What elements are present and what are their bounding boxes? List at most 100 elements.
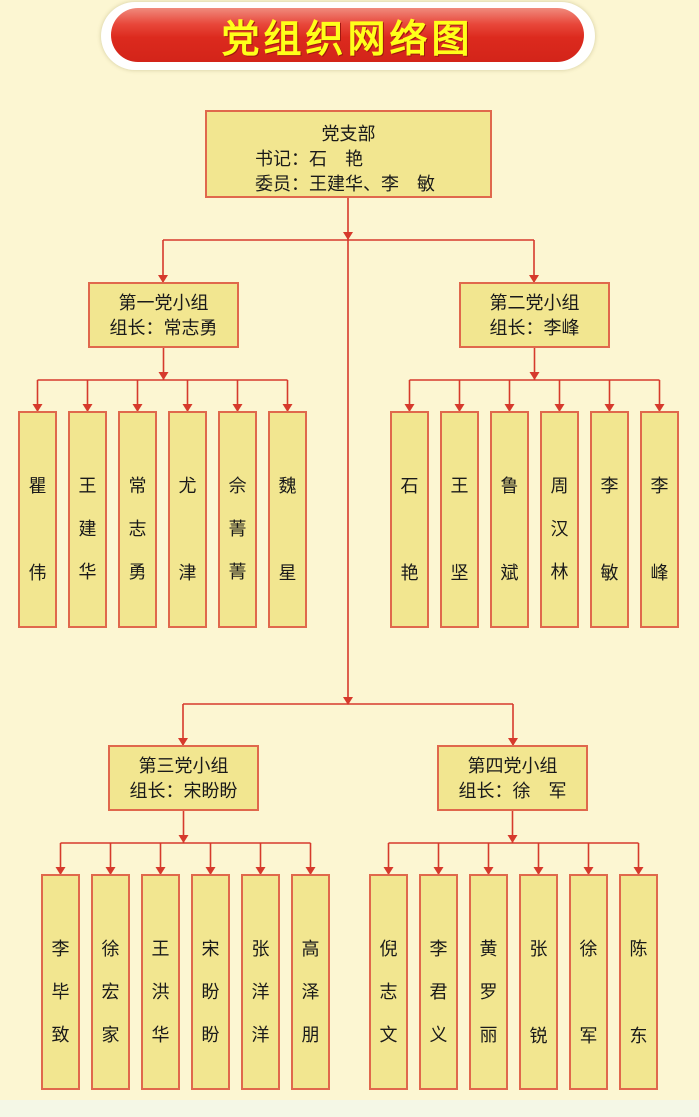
group-name: 第二党小组: [489, 293, 580, 314]
arrow-down-icon: [155, 867, 166, 875]
member-name: 倪志文: [379, 939, 398, 1046]
arrow-down-icon: [604, 404, 615, 412]
member-box: 尤津: [168, 411, 207, 628]
member-box: 张洋洋: [241, 874, 280, 1090]
arrow-down-icon: [158, 275, 168, 283]
member-box: 李毕致: [41, 874, 80, 1090]
member-box: 王坚: [440, 411, 479, 628]
group-leader: 组长：宋盼盼: [129, 781, 238, 802]
member-name: 李峰: [650, 476, 669, 584]
member-name: 周汉林: [550, 476, 569, 583]
arrow-down-icon: [205, 867, 216, 875]
arrow-down-icon: [182, 404, 193, 412]
branch-secretary: 书记：石 艳: [255, 149, 363, 170]
party-branch-box: 党支部 书记：石 艳 委员：王建华、李 敏: [205, 110, 492, 198]
member-box: 王洪华: [141, 874, 180, 1090]
member-box: 张锐: [519, 874, 558, 1090]
arrow-down-icon: [178, 738, 188, 746]
arrow-down-icon: [383, 867, 394, 875]
member-box: 宋盼盼: [191, 874, 230, 1090]
member-name: 常志勇: [128, 476, 147, 583]
arrow-down-icon: [132, 404, 143, 412]
member-name: 李君义: [429, 939, 448, 1046]
party-group-box: 第四党小组组长：徐 军: [437, 745, 588, 811]
page-title: 党组织网络图: [221, 16, 474, 61]
member-box: 倪志文: [369, 874, 408, 1090]
member-name: 高泽朋: [301, 939, 320, 1046]
member-name: 徐宏家: [101, 939, 120, 1046]
member-box: 魏星: [268, 411, 307, 628]
arrow-down-icon: [529, 372, 540, 380]
arrow-down-icon: [343, 232, 353, 240]
member-box: 常志勇: [118, 411, 157, 628]
arrow-down-icon: [507, 835, 518, 843]
member-name: 尤津: [178, 476, 197, 584]
member-box: 陈东: [619, 874, 658, 1090]
arrow-down-icon: [305, 867, 316, 875]
arrow-down-icon: [82, 404, 93, 412]
member-name: 徐军: [579, 939, 598, 1047]
member-name: 张锐: [529, 939, 548, 1047]
member-name: 石艳: [400, 476, 419, 584]
member-box: 王建华: [68, 411, 107, 628]
arrow-down-icon: [533, 867, 544, 875]
group-name: 第一党小组: [118, 293, 209, 314]
group-leader: 组长：常志勇: [109, 318, 218, 339]
arrow-down-icon: [55, 867, 66, 875]
group-name: 第四党小组: [467, 756, 558, 777]
member-box: 高泽朋: [291, 874, 330, 1090]
member-box: 李峰: [640, 411, 679, 628]
member-name: 鲁斌: [500, 476, 519, 584]
member-name: 张洋洋: [251, 939, 270, 1046]
arrow-down-icon: [105, 867, 116, 875]
party-group-box: 第二党小组组长：李峰: [459, 282, 610, 348]
member-name: 李毕致: [51, 939, 70, 1046]
member-name: 王建华: [78, 476, 97, 583]
branch-name: 党支部: [321, 124, 376, 145]
arrow-down-icon: [508, 738, 518, 746]
member-name: 魏星: [278, 476, 297, 584]
arrow-down-icon: [178, 835, 189, 843]
member-box: 石艳: [390, 411, 429, 628]
group-name: 第三党小组: [138, 756, 229, 777]
member-box: 徐军: [569, 874, 608, 1090]
member-name: 瞿伟: [28, 476, 47, 584]
title-banner: 党组织网络图: [111, 8, 584, 62]
member-box: 徐宏家: [91, 874, 130, 1090]
arrow-down-icon: [282, 404, 293, 412]
arrow-down-icon: [654, 404, 665, 412]
arrow-down-icon: [529, 275, 539, 283]
member-box: 瞿伟: [18, 411, 57, 628]
group-leader: 组长：李峰: [489, 318, 580, 339]
member-name: 黄罗丽: [479, 939, 498, 1046]
arrow-down-icon: [232, 404, 243, 412]
bottom-strip: [0, 1100, 699, 1117]
member-name: 王坚: [450, 476, 469, 584]
arrow-down-icon: [483, 867, 494, 875]
arrow-down-icon: [433, 867, 444, 875]
arrow-down-icon: [255, 867, 266, 875]
arrow-down-icon: [583, 867, 594, 875]
arrow-down-icon: [504, 404, 515, 412]
member-box: 周汉林: [540, 411, 579, 628]
arrow-down-icon: [343, 697, 353, 705]
arrow-down-icon: [633, 867, 644, 875]
arrow-down-icon: [404, 404, 415, 412]
party-group-box: 第三党小组组长：宋盼盼: [108, 745, 259, 811]
member-box: 佘菁菁: [218, 411, 257, 628]
member-box: 李敏: [590, 411, 629, 628]
branch-committee-members: 委员：王建华、李 敏: [255, 174, 435, 195]
member-name: 宋盼盼: [201, 939, 220, 1046]
member-name: 李敏: [600, 476, 619, 584]
group-leader: 组长：徐 军: [458, 781, 567, 802]
arrow-down-icon: [32, 404, 43, 412]
party-group-box: 第一党小组组长：常志勇: [88, 282, 239, 348]
member-name: 陈东: [629, 939, 648, 1047]
member-box: 黄罗丽: [469, 874, 508, 1090]
member-name: 王洪华: [151, 939, 170, 1046]
arrow-down-icon: [454, 404, 465, 412]
arrow-down-icon: [554, 404, 565, 412]
member-box: 鲁斌: [490, 411, 529, 628]
arrow-down-icon: [158, 372, 169, 380]
